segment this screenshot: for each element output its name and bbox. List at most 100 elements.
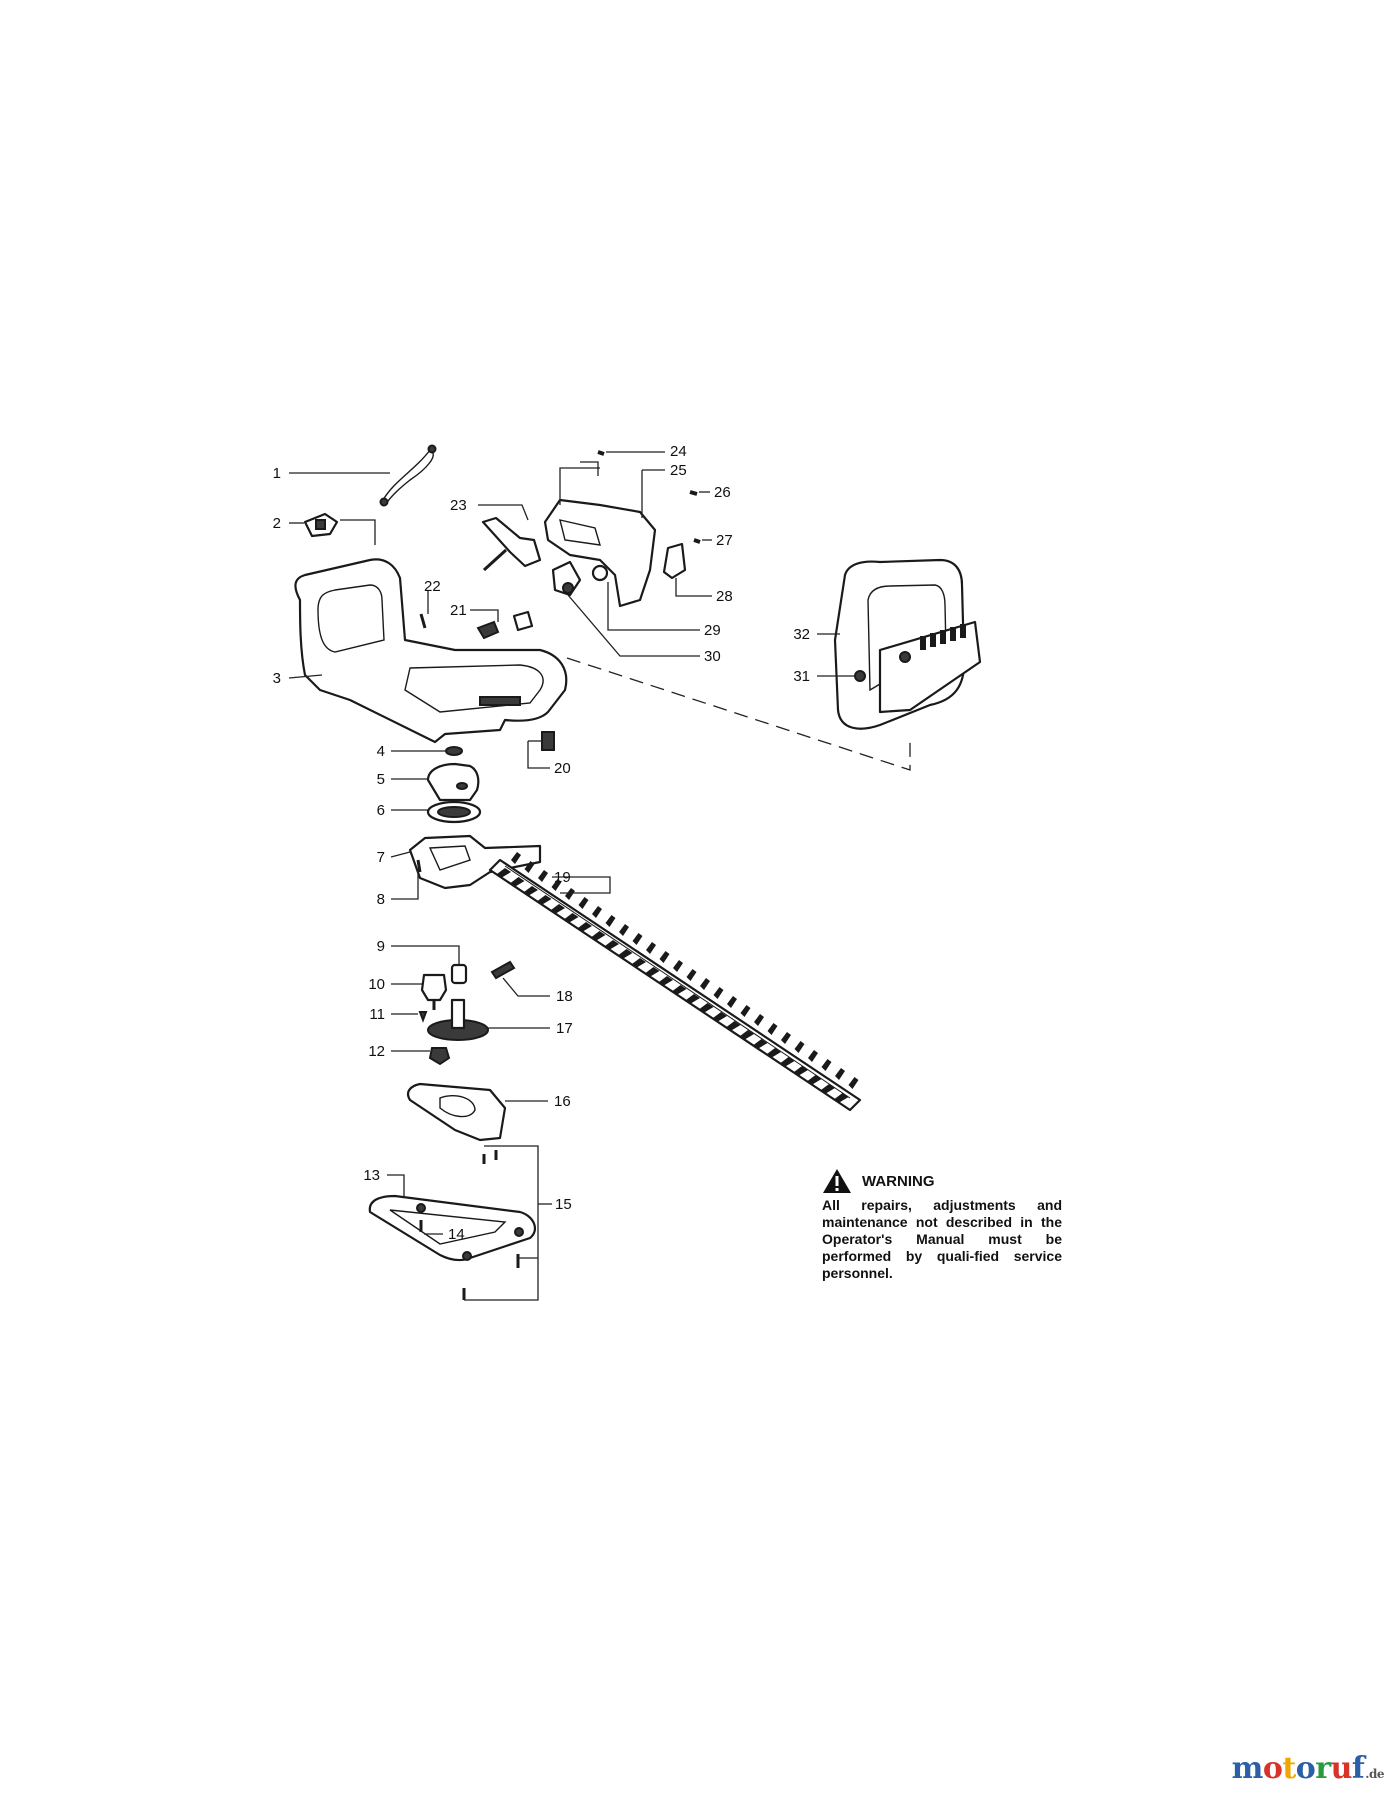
- part-19-blade: [488, 858, 862, 1112]
- part-12-nut: [428, 1047, 451, 1066]
- callout-11: 11: [369, 1006, 385, 1023]
- blade-tooth: [551, 904, 565, 914]
- guard-vent-slot: [950, 627, 956, 641]
- callout-10: 10: [368, 976, 385, 993]
- assembly-dash-line: [566, 657, 911, 771]
- part-1-wire: [382, 449, 434, 506]
- guard-vent-slot: [930, 633, 936, 647]
- blade-tooth: [807, 1075, 822, 1085]
- callout-25: 25: [670, 462, 687, 479]
- blade-tooth: [821, 1084, 835, 1094]
- part-6-ring-inner: [437, 806, 471, 818]
- leader-3: [288, 674, 323, 679]
- blade-tooth: [524, 861, 535, 873]
- blade-tooth: [538, 870, 548, 882]
- callout-29: 29: [704, 622, 721, 639]
- part-32-guard-opening: [867, 584, 947, 692]
- part-11-pin: [418, 1011, 428, 1023]
- callout-1: 1: [273, 465, 281, 482]
- blade-tooth: [578, 922, 592, 932]
- blade-tooth: [767, 1023, 778, 1035]
- callout-13: 13: [363, 1167, 380, 1184]
- part-31-screw: [854, 670, 866, 682]
- part-3-vents: [479, 696, 521, 706]
- callout-30: 30: [704, 648, 721, 665]
- callout-26: 26: [714, 484, 731, 501]
- callout-32: 32: [793, 626, 810, 643]
- blade-tooth: [619, 924, 629, 936]
- brand-letter: f: [1351, 1751, 1365, 1786]
- callout-8: 8: [377, 891, 385, 908]
- warning-text: All repairs, adjustments and maintenance…: [822, 1197, 1062, 1281]
- blade-tooth: [551, 879, 562, 891]
- blade-tooth: [578, 897, 589, 909]
- leader-15: [464, 1145, 539, 1301]
- leader-20: [527, 741, 550, 769]
- part-5-cap-hole: [456, 782, 468, 790]
- blade-tooth: [645, 967, 660, 977]
- callout-20: 20: [554, 760, 571, 777]
- part-10-pinion: [420, 973, 448, 1002]
- blade-tooth: [753, 1039, 768, 1049]
- leader-23: [478, 504, 529, 521]
- blade-tooth: [564, 913, 579, 923]
- callout-21: 21: [450, 602, 467, 619]
- blade-tooth: [511, 852, 521, 864]
- callout-9: 9: [377, 938, 385, 955]
- callout-16: 16: [554, 1093, 571, 1110]
- part-16-cover-detail: [439, 1094, 476, 1118]
- blade-tooth: [632, 933, 643, 945]
- part-9-bushing: [450, 963, 468, 985]
- blade-tooth: [618, 949, 633, 959]
- brand-letter: u: [1330, 1751, 1353, 1786]
- blade-tooth: [592, 906, 602, 918]
- blade-tooth: [808, 1050, 818, 1062]
- brand-suffix: .de: [1365, 1767, 1384, 1781]
- callout-24: 24: [670, 443, 687, 460]
- blade-tooth: [794, 1066, 808, 1076]
- blade-tooth: [713, 1012, 727, 1022]
- guard-vent-slot: [940, 630, 946, 644]
- brand-letter: o: [1262, 1751, 1283, 1786]
- part-5-motor-cap: [426, 762, 480, 802]
- callout-15: 15: [555, 1196, 572, 1213]
- leader-13: [387, 1174, 405, 1196]
- blade-tooth: [497, 868, 511, 878]
- blade-tooth: [848, 1077, 859, 1089]
- leader-29: [607, 582, 700, 631]
- part-4-washer: [445, 746, 463, 756]
- callout-27: 27: [716, 532, 733, 549]
- part-1-terminal: [427, 444, 437, 454]
- blade-tooth: [726, 1021, 741, 1031]
- blade-tooth: [713, 987, 724, 999]
- part-20-stud: [541, 731, 555, 751]
- blade-tooth: [834, 1093, 849, 1103]
- blade-tooth: [781, 1032, 791, 1044]
- part-7-housing-detail: [428, 845, 471, 871]
- part-2-switch-button: [315, 519, 326, 530]
- blade-tooth: [605, 915, 616, 927]
- callout-6: 6: [377, 802, 385, 819]
- blade-tooth: [646, 942, 656, 954]
- leader-28: [675, 578, 712, 597]
- leader-2-bracket: [340, 519, 376, 545]
- blade-tooth: [835, 1068, 845, 1080]
- leader-25-left: [580, 461, 599, 476]
- callout-18: 18: [556, 988, 573, 1005]
- blade-tooth: [767, 1048, 781, 1058]
- blade-tooth: [591, 931, 606, 941]
- blade-tooth: [565, 888, 575, 900]
- blade-tooth: [727, 996, 737, 1008]
- callout-2: 2: [273, 515, 281, 532]
- part-7-gear-housing: [408, 834, 542, 890]
- part-21-strain-relief: [476, 620, 500, 640]
- leader-18: [502, 977, 550, 997]
- part-13-boss: [416, 1203, 426, 1213]
- leader-21: [470, 609, 499, 622]
- part-17-gear-shaft: [450, 998, 466, 1030]
- blade-tooth: [537, 895, 552, 905]
- part-26-screw: [689, 490, 698, 496]
- callout-28: 28: [716, 588, 733, 605]
- blade-tooth: [673, 960, 683, 972]
- blade-tooth: [780, 1057, 795, 1067]
